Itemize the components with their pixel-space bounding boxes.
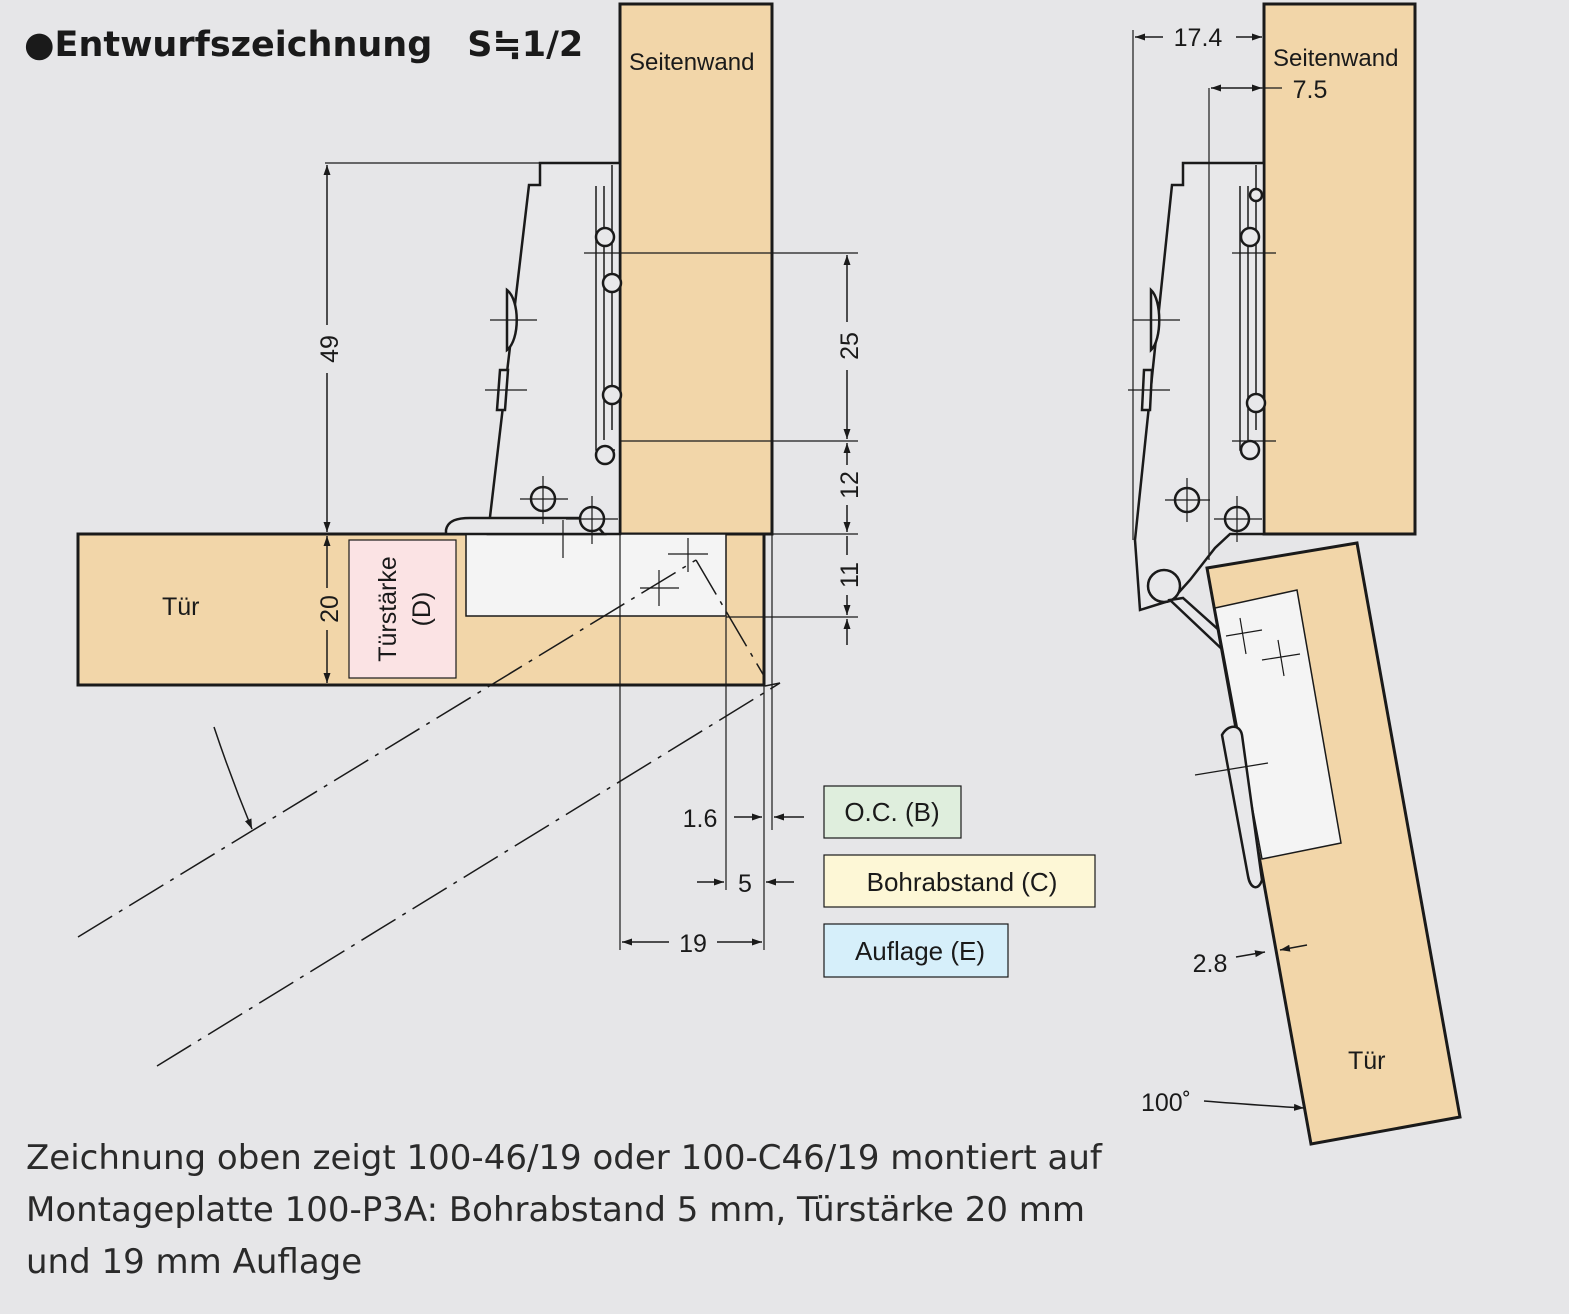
door-thickness-box (348, 539, 457, 679)
bohrabstand-box (823, 854, 1096, 908)
bohrabstand-label: Bohrabstand (C) (867, 867, 1058, 897)
dim-19: 19 (679, 930, 707, 958)
door-right-label: Tür (1348, 1047, 1386, 1075)
dim-11: 11 (836, 562, 864, 588)
hinge-arm-right (1128, 161, 1276, 655)
oc-label: O.C. (B) (844, 797, 939, 827)
dim-49: 49 (316, 335, 344, 363)
side-wall-left (618, 2, 774, 536)
hinge-arm-left (444, 161, 708, 606)
dim-2-8: 2.8 (1193, 950, 1228, 978)
caption-line-2: Montageplatte 100-P3A: Bohrabstand 5 mm,… (26, 1190, 1086, 1230)
dim-25: 25 (836, 332, 864, 360)
side-wall-right (1262, 2, 1417, 536)
dim-5: 5 (738, 870, 752, 898)
caption: Zeichnung oben zeigt 100-46/19 oder 100-… (26, 1132, 1106, 1288)
right-view: Seitenwand Tür (1128, 2, 1462, 1146)
hinge-cup-left (465, 533, 727, 617)
dim-17-4: 17.4 (1174, 24, 1223, 52)
left-view: Seitenwand Tür Türstärke (D) (76, 2, 1096, 1067)
door-thickness-label: Türstärke (374, 556, 402, 662)
auflage-box (823, 923, 1009, 978)
drawing-title: ●Entwurfszeichnung S≒1/2 (24, 25, 583, 65)
door-left-label: Tür (162, 593, 200, 621)
door-thickness-sub: (D) (408, 592, 436, 627)
oc-box (823, 785, 962, 839)
caption-line-3: und 19 mm Auflage (26, 1242, 363, 1282)
dim-12: 12 (836, 471, 864, 499)
auflage-label: Auflage (E) (855, 936, 985, 966)
dim-7-5: 7.5 (1293, 76, 1328, 104)
side-wall-left-label: Seitenwand (629, 49, 754, 76)
dim-1-6: 1.6 (683, 805, 718, 833)
caption-line-1: Zeichnung oben zeigt 100-46/19 oder 100-… (26, 1138, 1102, 1178)
dim-20: 20 (316, 595, 344, 623)
side-wall-right-label: Seitenwand (1273, 45, 1398, 72)
angle-100: 100˚ (1141, 1089, 1191, 1117)
